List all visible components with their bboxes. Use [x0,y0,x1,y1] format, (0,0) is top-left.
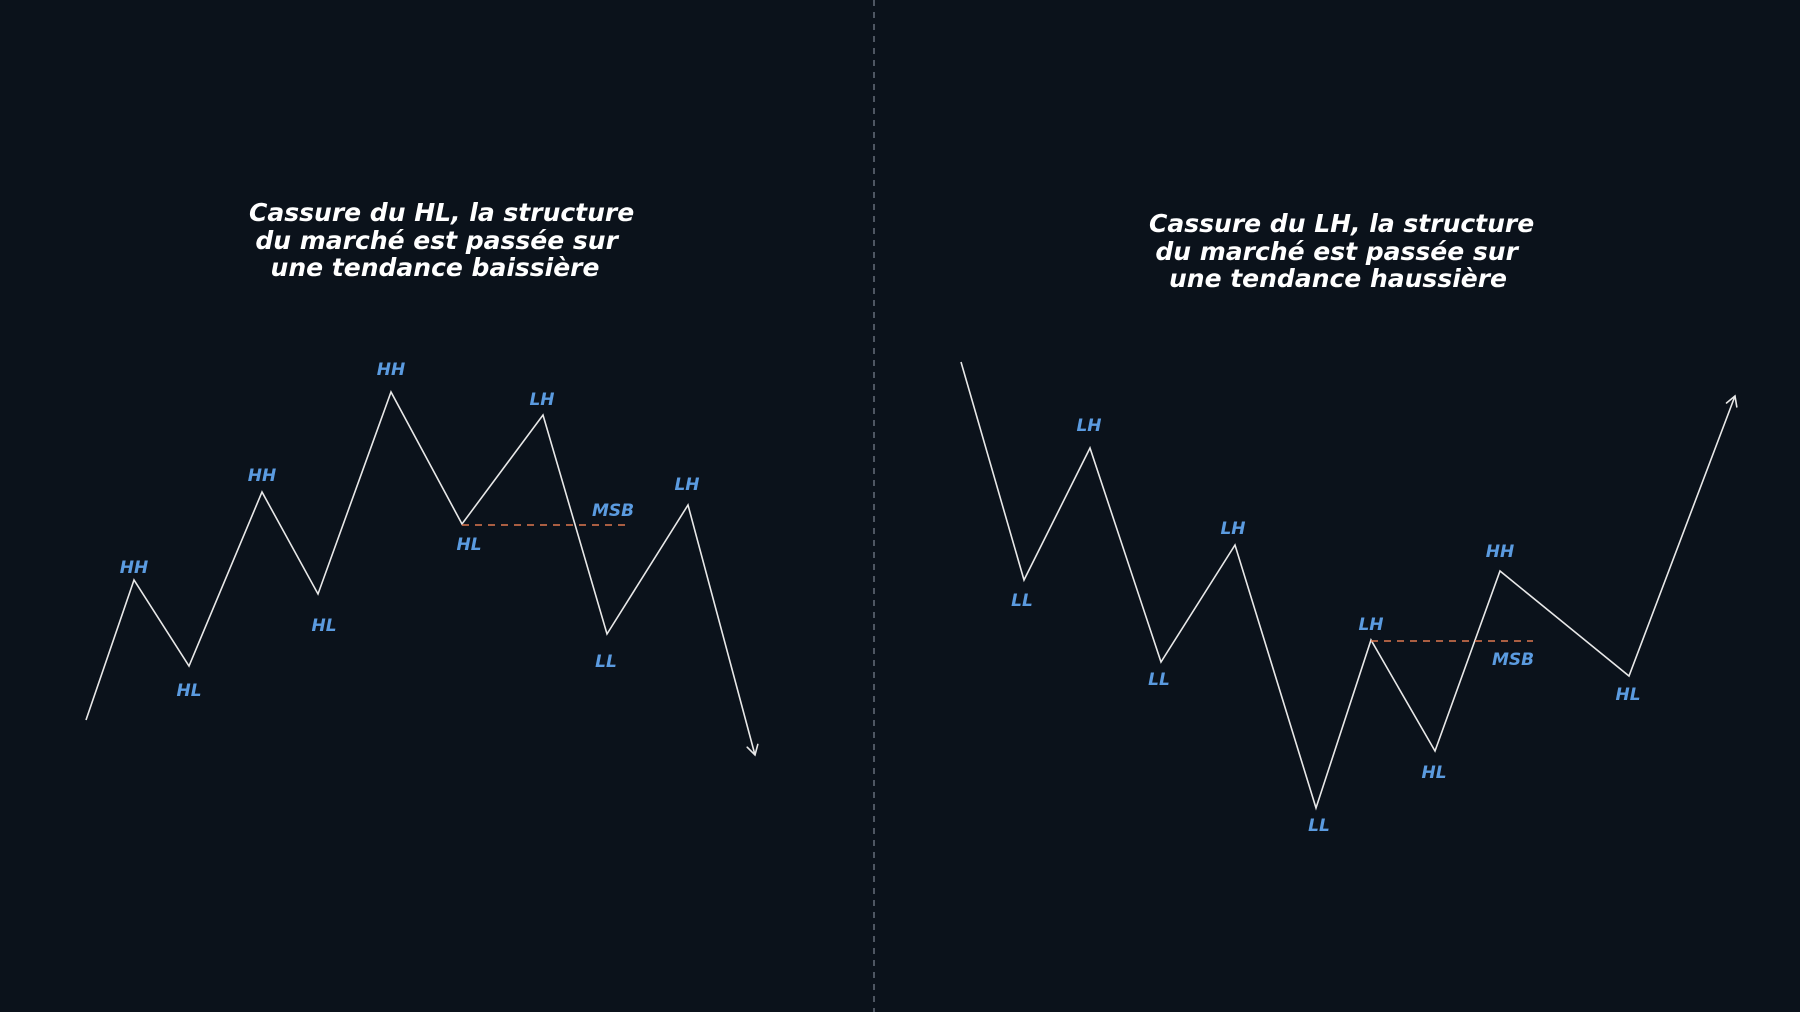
left-pivot-labels: HH HL HH HL HH HL LH LL LH [120,360,700,701]
right-pivot-label-ll: LL [1011,591,1033,611]
right-pivot-label-ll: LL [1308,816,1330,836]
right-pivot-label-ll: LL [1148,670,1170,690]
left-pivot-label-hl: HL [311,616,336,636]
left-caption-line-2: du marché est passée sur [255,226,619,255]
left-pivot-label-hl: HL [456,535,481,555]
left-pivot-label-lh: LH [674,475,699,495]
right-pivot-label-lh: LH [1220,519,1245,539]
left-pivot-label-hh: HH [120,558,148,578]
left-caption: Cassure du HL, la structure du marché es… [249,198,643,282]
right-arrow-head [1725,394,1738,408]
left-arrow-head [746,743,759,757]
right-msb-label: MSB [1492,650,1534,670]
right-pivot-label-lh: LH [1358,615,1383,635]
right-caption-line-3: une tendance haussière [1169,264,1507,293]
right-pivot-labels: LL LH LL LH LL LH HL HH HL [1011,416,1640,836]
right-pivot-label-hl: HL [1421,763,1446,783]
left-pivot-label-lh: LH [529,390,554,410]
left-msb-label: MSB [592,501,634,521]
right-caption: Cassure du LH, la structure du marché es… [1149,209,1543,293]
left-caption-line-3: une tendance baissière [271,253,600,282]
right-price-path [960,361,1736,811]
left-pivot-label-hh: HH [248,466,276,486]
left-pivot-label-ll: LL [595,652,617,672]
left-pivot-label-hh: HH [377,360,405,380]
right-pivot-label-hl: HL [1615,685,1640,705]
left-price-path [85,390,756,756]
left-panel: Cassure du HL, la structure du marché es… [85,198,759,757]
right-caption-line-1: Cassure du LH, la structure [1149,209,1534,238]
right-pivot-label-hh: HH [1486,542,1514,562]
right-pivot-label-lh: LH [1076,416,1101,436]
right-caption-line-2: du marché est passée sur [1155,237,1519,266]
right-panel: Cassure du LH, la structure du marché es… [960,209,1738,836]
left-pivot-label-hl: HL [176,681,201,701]
left-caption-line-1: Cassure du HL, la structure [249,198,634,227]
